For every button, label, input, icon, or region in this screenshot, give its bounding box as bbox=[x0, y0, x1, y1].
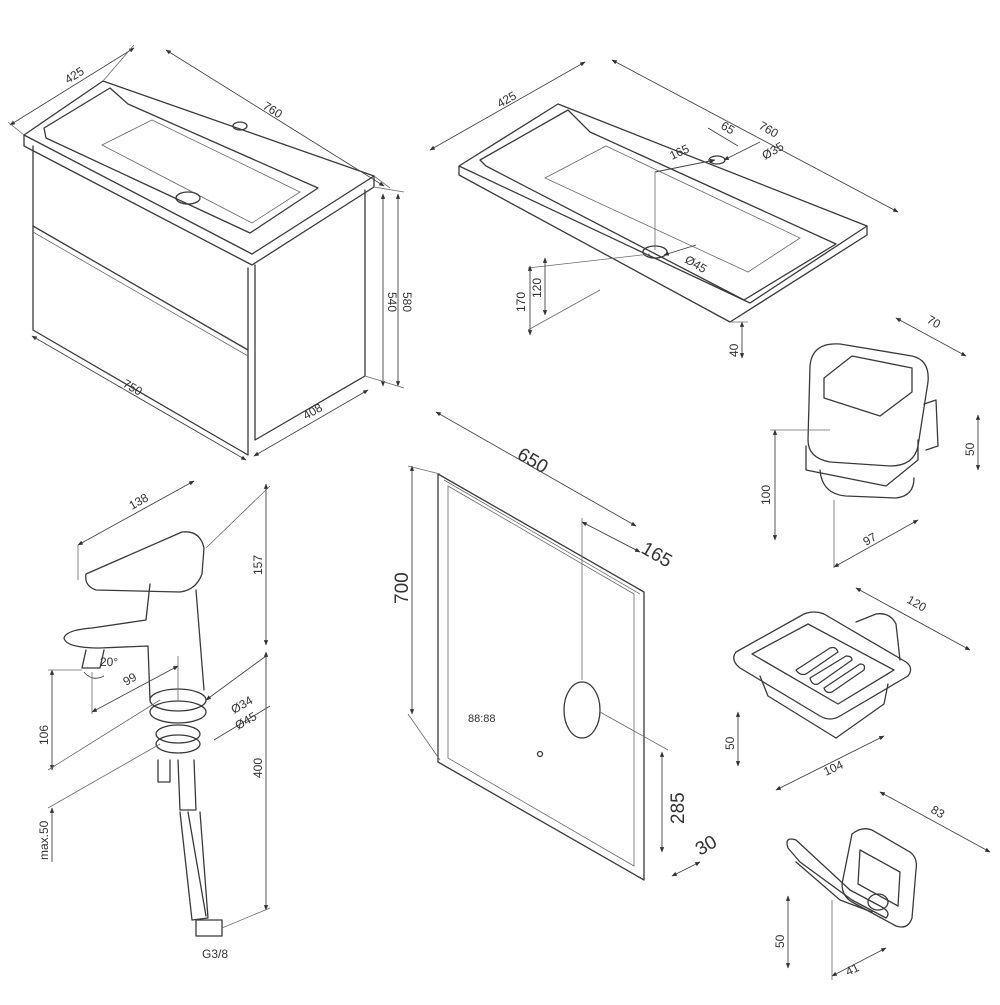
tumbler-wall-plate bbox=[923, 399, 939, 451]
basin-tap-hole bbox=[708, 155, 726, 165]
basin-drain-offset-label: 165 bbox=[667, 141, 691, 162]
mirror-magnifier bbox=[563, 681, 601, 739]
soap-dish-drawing: 120 50 104 bbox=[723, 587, 971, 791]
basin-thickness-label: 40 bbox=[727, 343, 741, 357]
mirror-depth-label: 30 bbox=[692, 832, 721, 861]
faucet-reach-label: 138 bbox=[127, 490, 152, 512]
mirror-drawing: 88:88 650 700 165 285 30 bbox=[392, 411, 721, 881]
basin-width-label: 760 bbox=[757, 118, 782, 140]
hook-height-label: 50 bbox=[773, 934, 787, 948]
basin-height-120-label: 120 bbox=[530, 278, 544, 298]
soap-dish-projection-label: 104 bbox=[821, 757, 845, 778]
basin-height-170-label: 170 bbox=[514, 292, 528, 312]
faucet-angle-label: 20° bbox=[100, 655, 118, 669]
faucet-height-label: 157 bbox=[251, 555, 265, 575]
basin-depth-label: 425 bbox=[495, 88, 520, 110]
soap-dish-slot bbox=[795, 646, 839, 676]
vanity-height-inner-label: 540 bbox=[385, 292, 399, 312]
vanity-cabinet-depth-label: 408 bbox=[301, 400, 326, 422]
tumbler-mount-height-label: 50 bbox=[963, 442, 977, 456]
soap-dish-tray bbox=[733, 611, 912, 720]
mirror-width-label: 650 bbox=[514, 444, 552, 478]
hook-projection-label: 41 bbox=[843, 960, 861, 978]
hook-drawing: 83 50 41 bbox=[773, 791, 991, 980]
soap-dish-width-label: 120 bbox=[905, 592, 930, 614]
soap-dish-height-label: 50 bbox=[723, 736, 737, 750]
faucet-flange bbox=[155, 724, 201, 744]
tumbler-cup bbox=[807, 343, 929, 467]
faucet-max-thickness-label: max.50 bbox=[37, 820, 51, 860]
faucet-hose-top bbox=[177, 759, 197, 811]
mirror-offset-285-label: 285 bbox=[668, 792, 689, 824]
faucet-hose bbox=[179, 811, 209, 921]
vanity-basin-top bbox=[23, 80, 375, 255]
basin-bowl bbox=[479, 109, 837, 301]
hook-width-label: 83 bbox=[929, 802, 948, 821]
tumbler-projection-label: 97 bbox=[861, 530, 880, 549]
mirror-frame bbox=[437, 473, 645, 881]
tumbler-drawing: 70 100 50 97 bbox=[759, 312, 981, 568]
faucet-hose-length-label: 400 bbox=[251, 758, 265, 778]
vanity-height-outer-label: 580 bbox=[400, 292, 414, 312]
basin-tap-hole-label: Ø35 bbox=[760, 139, 787, 163]
mirror-touch-sensor bbox=[536, 750, 544, 758]
vanity-drawer-split bbox=[32, 225, 249, 351]
vanity-drawing: 425 760 580 540 750 408 bbox=[7, 44, 414, 461]
tumbler-width-label: 70 bbox=[925, 312, 944, 331]
faucet-body bbox=[63, 583, 205, 701]
tumbler-holder bbox=[819, 469, 915, 499]
faucet-spout-reach-label: 99 bbox=[121, 670, 140, 689]
mirror-height-label: 700 bbox=[392, 572, 413, 604]
vanity-basin-depth-label: 425 bbox=[62, 64, 87, 87]
mirror-clock: 88:88 bbox=[468, 713, 496, 725]
faucet-stud bbox=[157, 759, 171, 783]
vanity-basin-width-label: 760 bbox=[260, 99, 285, 122]
faucet-connector bbox=[195, 919, 223, 937]
vanity-drain bbox=[175, 191, 201, 205]
basin-tap-offset-label: 65 bbox=[719, 118, 738, 137]
faucet-depth-106-label: 106 bbox=[37, 725, 51, 745]
faucet-aerator bbox=[81, 649, 105, 669]
vanity-cabinet-width-label: 750 bbox=[121, 376, 146, 398]
hook-arm bbox=[786, 838, 889, 919]
faucet-drawing: 138 157 20° 99 Ø34 Ø45 106 max.50 400 G3… bbox=[37, 480, 271, 961]
faucet-thread-label: G3/8 bbox=[202, 947, 228, 961]
tumbler-height-label: 100 bbox=[759, 485, 773, 505]
vanity-cabinet-front bbox=[32, 145, 249, 456]
hook-wall-plate bbox=[841, 828, 918, 928]
faucet-lever bbox=[85, 531, 205, 593]
basin-drawing: 425 760 65 Ø35 165 Ø45 170 120 40 bbox=[429, 59, 899, 359]
mirror-offset-165-label: 165 bbox=[638, 538, 676, 572]
hook-tip bbox=[867, 893, 889, 911]
